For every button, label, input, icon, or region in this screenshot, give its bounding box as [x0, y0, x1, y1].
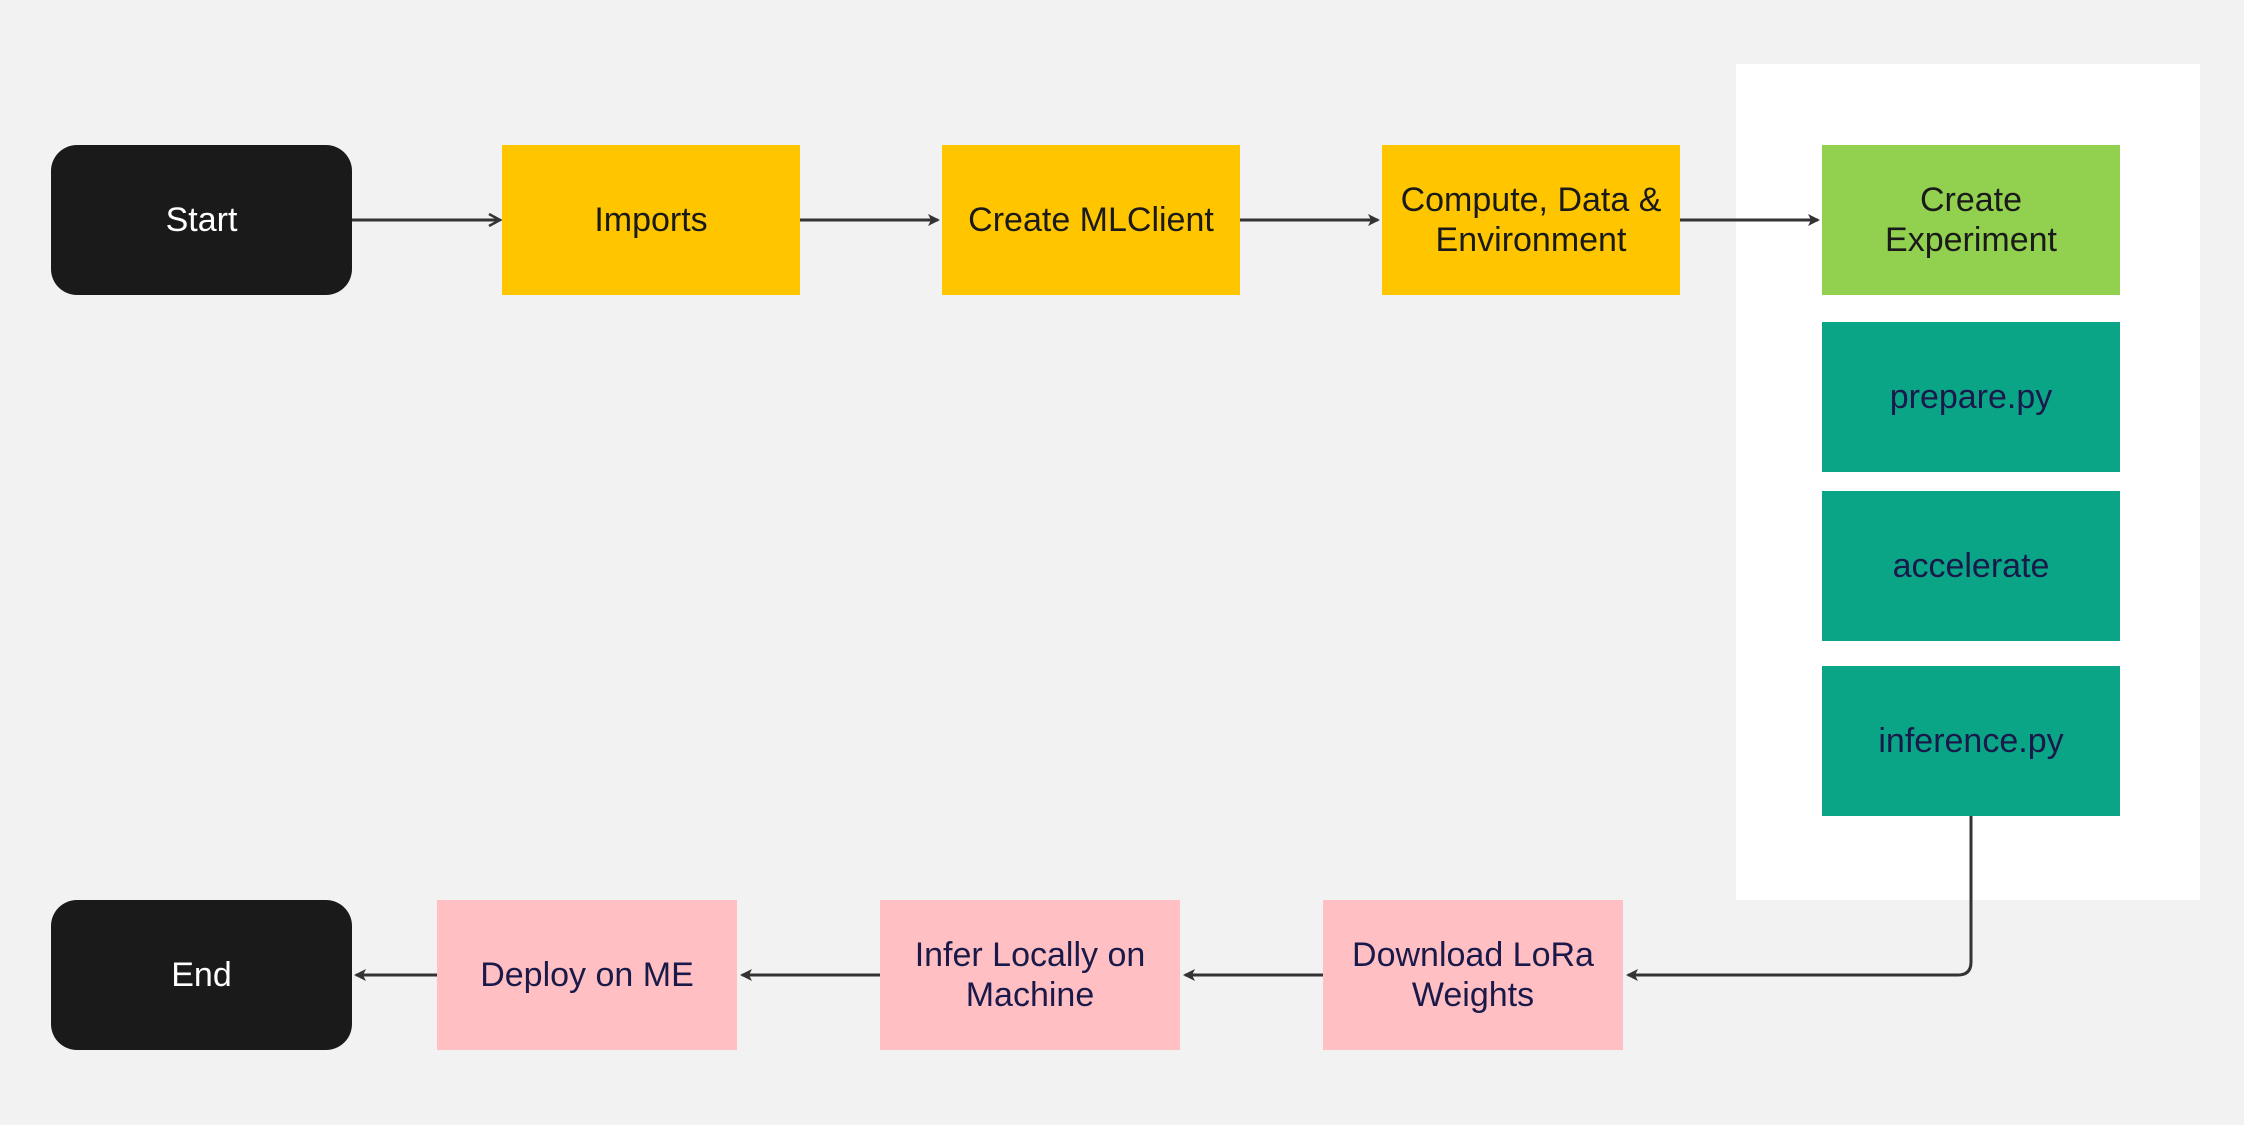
compute-data-environment-node[interactable]: Compute, Data & Environment	[1382, 145, 1680, 295]
download-lora-weights-label: Download LoRa Weights	[1352, 936, 1594, 1014]
create-mlclient-label: Create MLClient	[968, 201, 1214, 239]
prepare-py-label: prepare.py	[1889, 378, 2053, 416]
create-mlclient-node[interactable]: Create MLClient	[942, 145, 1240, 295]
imports-node[interactable]: Imports	[502, 145, 800, 295]
create-experiment-node[interactable]: Create Experiment	[1822, 145, 2120, 295]
accelerate-label: accelerate	[1892, 547, 2050, 585]
imports-label: Imports	[594, 201, 708, 239]
start-node[interactable]: Start	[51, 145, 352, 295]
download-lora-weights-node[interactable]: Download LoRa Weights	[1323, 900, 1623, 1050]
start-label: Start	[165, 201, 238, 239]
end-node[interactable]: End	[51, 900, 352, 1050]
accelerate-node[interactable]: accelerate	[1822, 491, 2120, 641]
prepare-py-node[interactable]: prepare.py	[1822, 322, 2120, 472]
compute-data-environment-label: Compute, Data & Environment	[1400, 181, 1662, 259]
end-label: End	[171, 956, 232, 994]
deploy-on-me-node[interactable]: Deploy on ME	[437, 900, 737, 1050]
infer-locally-label: Infer Locally on Machine	[914, 936, 1146, 1014]
deploy-on-me-label: Deploy on ME	[480, 956, 694, 994]
infer-locally-node[interactable]: Infer Locally on Machine	[880, 900, 1180, 1050]
inference-py-node[interactable]: inference.py	[1822, 666, 2120, 816]
create-experiment-label: Create Experiment	[1885, 181, 2057, 259]
edge-inference-download	[1626, 816, 1973, 981]
inference-py-label: inference.py	[1878, 722, 2064, 760]
